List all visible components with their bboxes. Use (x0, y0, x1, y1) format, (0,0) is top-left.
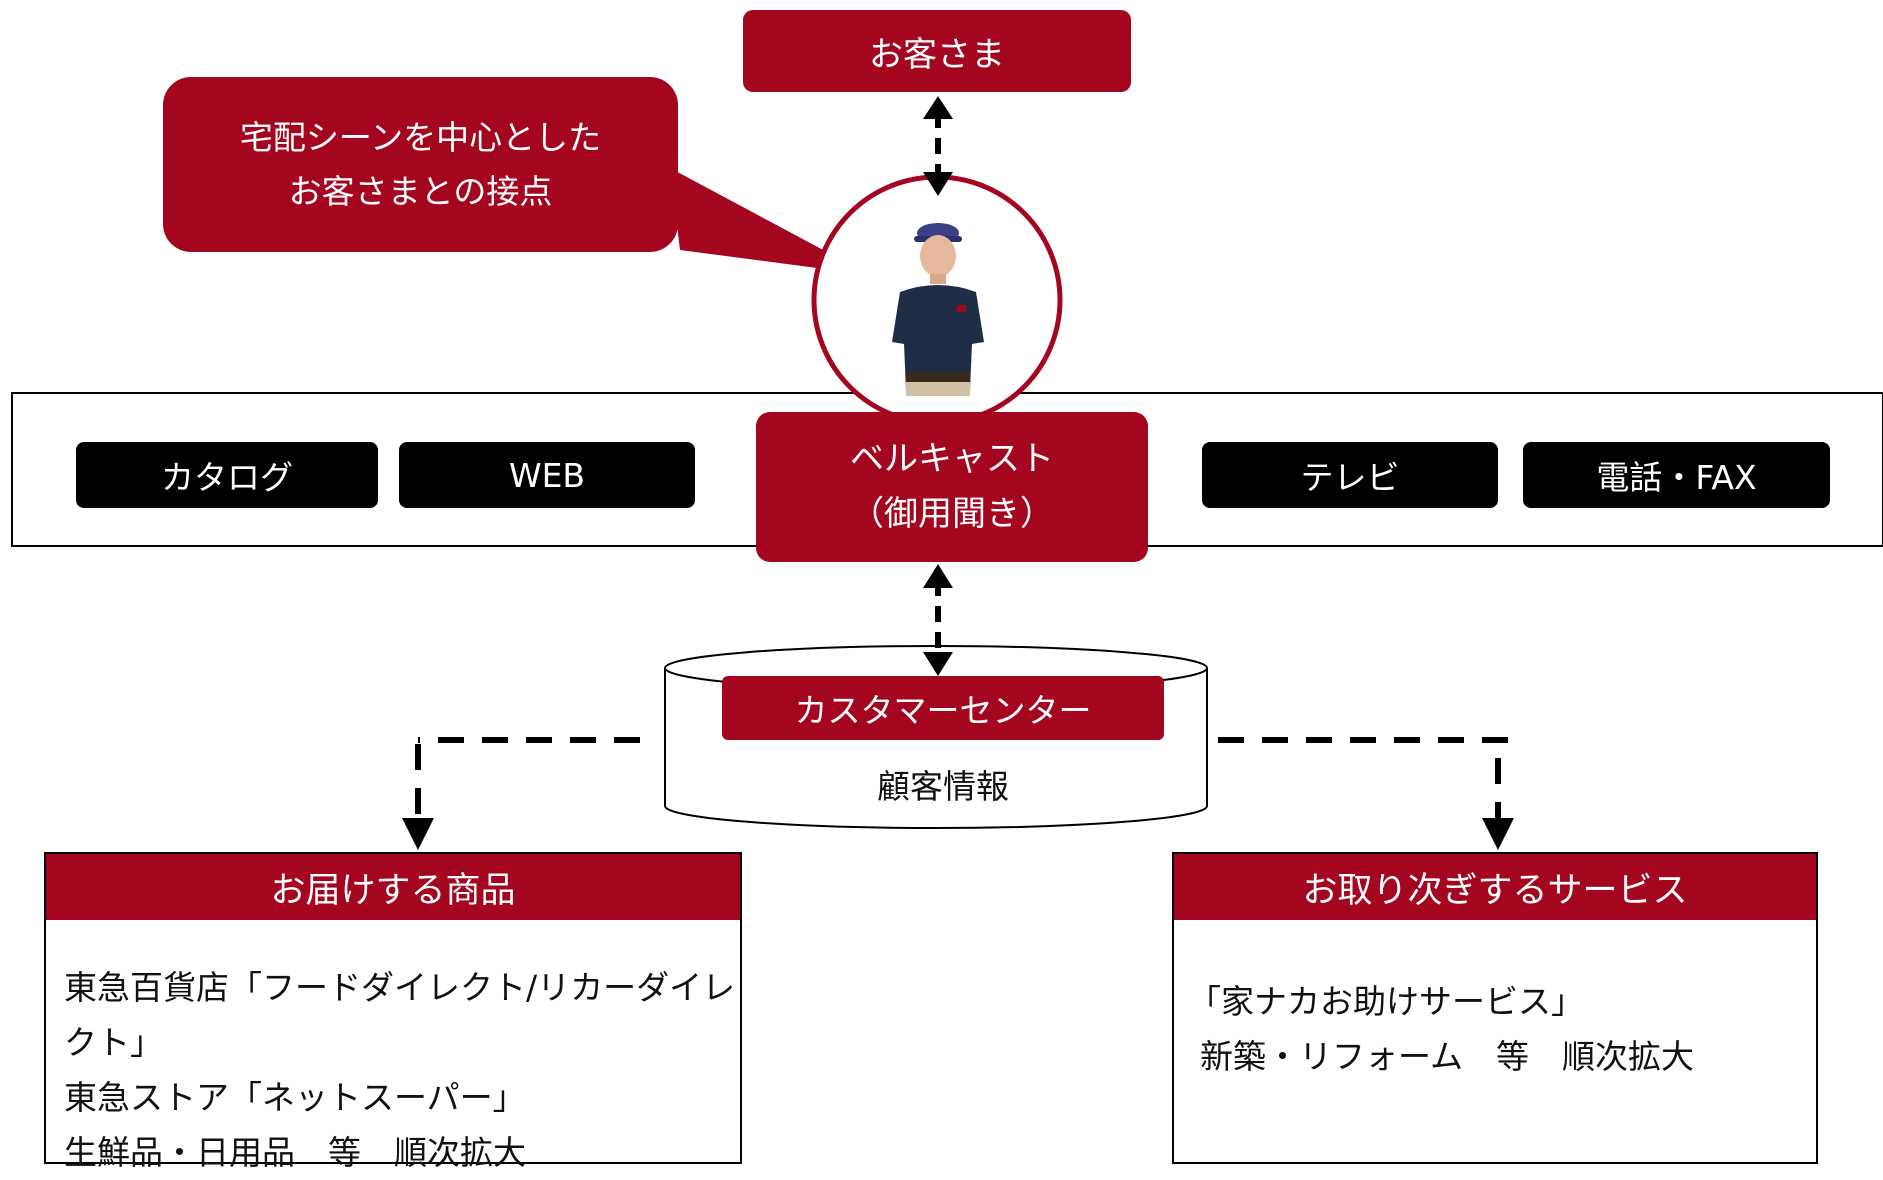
bellcast-line-2: （御用聞き） (850, 494, 1054, 534)
arrow-center-services (1218, 737, 1516, 850)
channel-web: WEB (399, 442, 695, 508)
products-list: 東急百貨店「フードダイレクト/リカーダイレクト」 東急ストア「ネットスーパー」 … (46, 920, 740, 1180)
services-line-1: 「家ナカお助けサービス」 (1188, 982, 1584, 1021)
services-line-2: 新築・リフォーム 等 順次拡大 (1200, 1037, 1695, 1076)
callout-line-2: お客さまとの接点 (288, 171, 553, 211)
arrow-bellcast-center (923, 564, 953, 676)
products-line-2: 東急ストア「ネットスーパー」 (64, 1078, 526, 1117)
delivery-staff-icon (892, 223, 984, 396)
customer-info-label: 顧客情報 (877, 767, 1009, 806)
channel-web-label: WEB (508, 455, 586, 495)
products-line-1: 東急百貨店「フードダイレクト/リカーダイレクト」 (64, 968, 736, 1062)
channel-catalog: カタログ (76, 442, 378, 508)
customer-center-box: カスタマーセンター (722, 676, 1164, 740)
callout-tail (670, 168, 870, 275)
bellcast-line-1: ベルキャスト (850, 439, 1054, 479)
channel-tv: テレビ (1202, 442, 1498, 508)
services-title: お取り次ぎするサービス (1302, 870, 1688, 911)
channel-catalog-label: カタログ (161, 458, 293, 497)
customer-box: お客さま (743, 10, 1131, 92)
arrow-center-products (402, 737, 640, 850)
services-panel: お取り次ぎするサービス 「家ナカお助けサービス」 新築・リフォーム 等 順次拡大 (1172, 852, 1818, 1164)
customer-label: お客さま (869, 34, 1005, 75)
products-panel: お届けする商品 東急百貨店「フードダイレクト/リカーダイレクト」 東急ストア「ネ… (44, 852, 742, 1172)
callout-bubble: 宅配シーンを中心とした お客さまとの接点 (163, 77, 678, 252)
products-title-bar: お届けする商品 (46, 854, 740, 920)
customer-center-label: カスタマーセンター (794, 691, 1092, 730)
services-list: 「家ナカお助けサービス」 新築・リフォーム 等 順次拡大 (1174, 920, 1816, 1084)
channel-tv-label: テレビ (1300, 458, 1400, 497)
callout-line-1: 宅配シーンを中心とした (239, 117, 602, 157)
bellcast-box: ベルキャスト （御用聞き） (756, 412, 1148, 562)
channel-phone-fax-label: 電話・FAX (1596, 458, 1757, 497)
channel-phone-fax: 電話・FAX (1523, 442, 1830, 508)
products-line-3: 生鮮品・日用品 等 順次拡大 (64, 1133, 526, 1172)
arrow-customer-person (923, 96, 953, 196)
services-title-bar: お取り次ぎするサービス (1174, 854, 1816, 920)
products-title: お届けする商品 (270, 870, 516, 911)
